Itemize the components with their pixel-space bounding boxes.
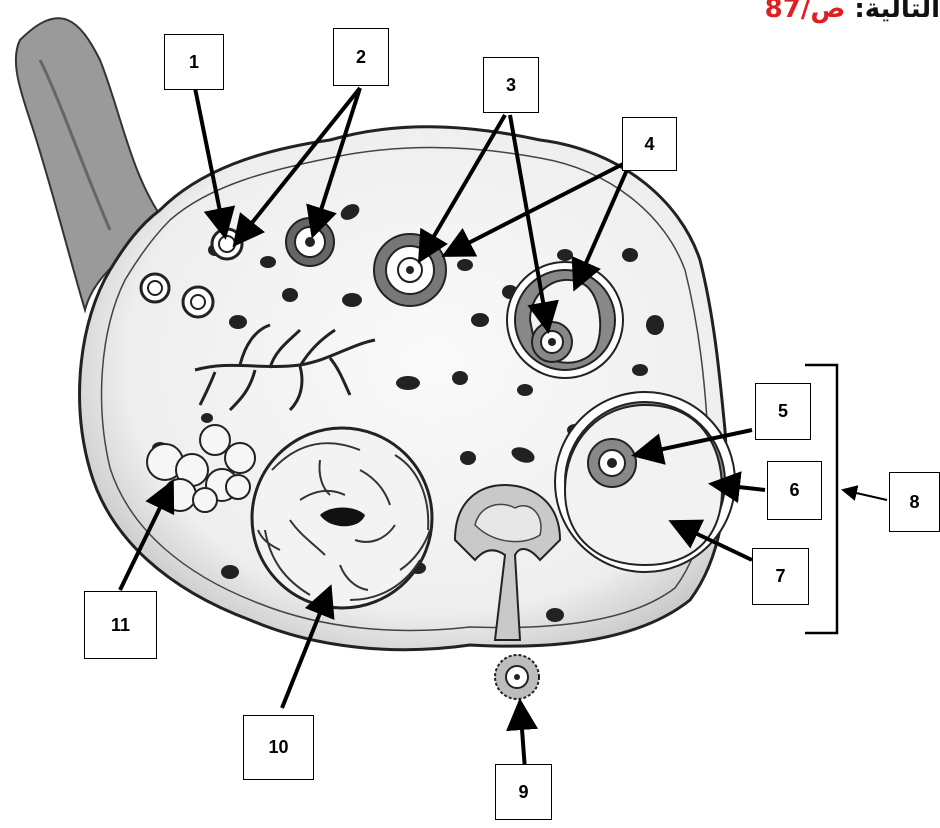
label-7: 7 <box>752 548 809 605</box>
primary-follicle <box>286 218 334 266</box>
mature-follicle <box>555 392 735 572</box>
label-8: 8 <box>889 472 940 532</box>
released-oocyte <box>495 655 539 699</box>
label-11: 11 <box>84 591 157 659</box>
label-4: 4 <box>622 117 677 171</box>
corpus-luteum <box>252 428 432 608</box>
label-6: 6 <box>767 461 822 520</box>
label-3: 3 <box>483 57 539 113</box>
label-1: 1 <box>164 34 224 90</box>
label-9: 9 <box>495 764 552 820</box>
label-5: 5 <box>755 383 811 440</box>
tertiary-follicle <box>507 262 623 378</box>
label-2: 2 <box>333 28 389 86</box>
label-10: 10 <box>243 715 314 780</box>
secondary-follicle <box>374 234 446 306</box>
leader-arrow-8 <box>843 490 887 500</box>
